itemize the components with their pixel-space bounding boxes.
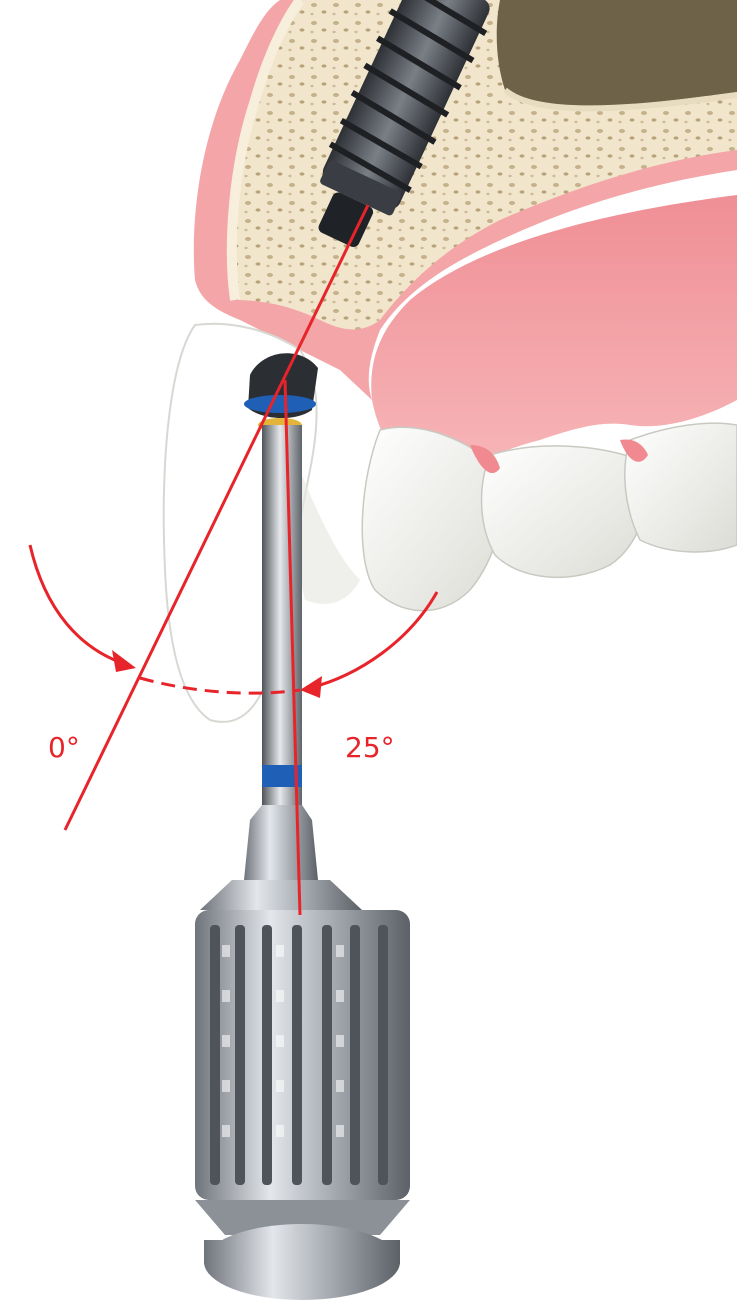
maxillary-sinus <box>497 0 737 108</box>
angle-label-zero: 0° <box>48 731 80 764</box>
left-angle-arc <box>30 545 128 665</box>
left-arrow-head <box>112 650 136 672</box>
tooth-molar-2 <box>625 423 737 552</box>
angle-label-twentyfive: 25° <box>345 731 395 764</box>
tooth-molar-1 <box>482 446 646 577</box>
driver-neck <box>244 805 318 880</box>
ghost-incisor-root <box>297 470 360 604</box>
right-arrow-head <box>300 676 322 698</box>
driver-shoulder <box>200 880 362 910</box>
driver-base-rim <box>204 1240 400 1264</box>
